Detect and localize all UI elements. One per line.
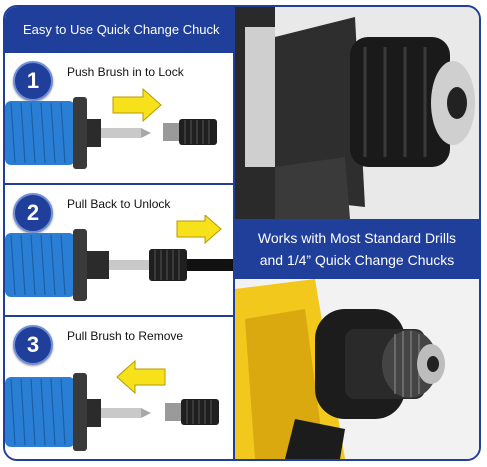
panel-header: Easy to Use Quick Change Chuck xyxy=(5,7,233,51)
banner-line-2: and 1/4” Quick Change Chucks xyxy=(259,252,455,268)
step-1: 1 Push Brush in to Lock xyxy=(5,51,233,183)
arrow-right-icon xyxy=(112,87,162,123)
impact-driver-photo xyxy=(235,279,479,459)
quick-change-chuck-image xyxy=(165,399,219,425)
banner-line-1: Works with Most Standard Drills xyxy=(257,230,457,246)
step-number-badge: 2 xyxy=(13,193,53,233)
infographic-frame: Easy to Use Quick Change Chuck 1 Push Br… xyxy=(3,5,481,461)
quick-change-chuck-image xyxy=(163,119,217,145)
step-1-illustration xyxy=(5,87,217,169)
step-2-illustration xyxy=(5,215,233,301)
step-caption: Push Brush in to Lock xyxy=(67,65,184,79)
header-title: Easy to Use Quick Change Chuck xyxy=(23,21,220,37)
quick-change-chuck-image xyxy=(149,249,233,281)
drill-chuck-photo xyxy=(235,7,479,219)
step-number-badge: 1 xyxy=(13,61,53,101)
brush-image xyxy=(5,373,151,451)
compatibility-banner: Works with Most Standard Drills and 1/4”… xyxy=(235,219,479,279)
panel-divider xyxy=(233,7,235,459)
brush-image xyxy=(5,229,149,301)
step-3-illustration xyxy=(5,359,219,451)
step-2: 2 Pull Back to Unlock xyxy=(5,183,233,315)
instructions-panel: Easy to Use Quick Change Chuck 1 Push Br… xyxy=(5,7,233,459)
brush-image xyxy=(5,97,151,169)
step-3: 3 Pull Brush to Remove xyxy=(5,315,233,459)
step-caption: Pull Brush to Remove xyxy=(67,329,184,343)
drill-photos-panel: Works with Most Standard Drills and 1/4”… xyxy=(235,7,479,459)
arrow-left-icon xyxy=(116,359,166,395)
step-number-badge: 3 xyxy=(13,325,53,365)
step-caption: Pull Back to Unlock xyxy=(67,197,171,211)
arrow-right-icon xyxy=(176,215,222,245)
